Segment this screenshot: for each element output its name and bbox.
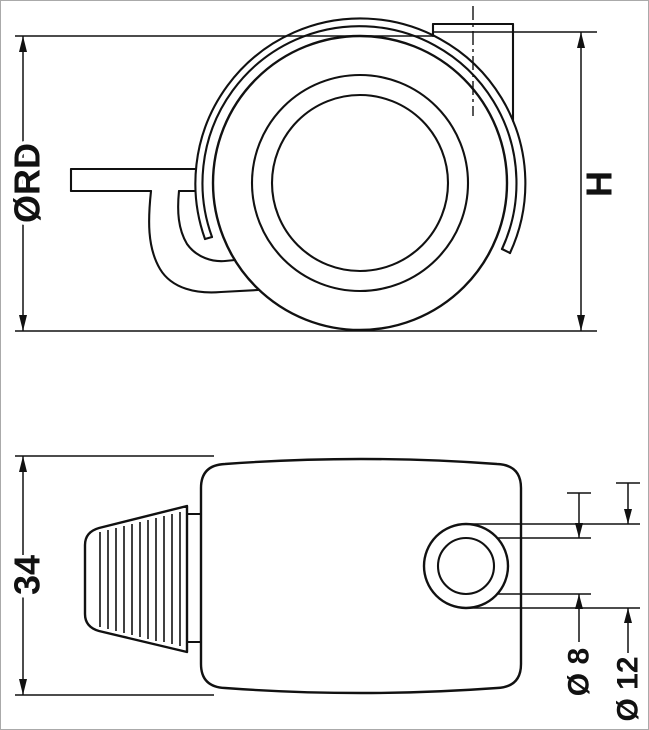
stem-hole-inner-circle xyxy=(436,536,496,596)
hood-inner-arc xyxy=(201,25,518,251)
overall-height-label: H xyxy=(579,171,620,197)
dimension-wheel-diameter: ØRD xyxy=(3,35,597,332)
stem xyxy=(431,6,597,123)
fork-hook xyxy=(148,189,260,294)
wheel-hub-circle xyxy=(270,93,450,273)
wheel-outer-circle xyxy=(211,34,509,332)
dimension-overall-height: H xyxy=(575,32,623,331)
d12-arrow-down xyxy=(624,509,632,524)
ord-arrow-down xyxy=(19,315,27,331)
pedal-ridges xyxy=(99,512,181,646)
d34-arrow-down xyxy=(19,679,27,695)
plan-view: 34 Ø 8 Ø 12 xyxy=(3,455,648,725)
pedal-outline xyxy=(83,504,189,654)
d8-arrow-down xyxy=(575,523,583,538)
brake-lever xyxy=(69,167,198,193)
hook-inner-curve xyxy=(177,189,237,263)
pedal-neck xyxy=(185,512,203,644)
pin-hole-diameter-label: Ø 8 xyxy=(563,648,596,696)
d12-arrow-up xyxy=(624,608,632,623)
dimension-body-height: 34 xyxy=(3,455,214,696)
stem-hole xyxy=(422,522,510,610)
hood xyxy=(194,17,527,255)
ord-arrow-up xyxy=(19,36,27,52)
wheel-diameter-label: ØRD xyxy=(7,143,48,223)
body-height-label: 34 xyxy=(7,555,48,595)
hook-outer-curve xyxy=(148,189,260,294)
pin-diameter-label: Ø 12 xyxy=(612,656,645,721)
hood-left-endcap xyxy=(203,235,214,241)
dimension-pin-hole: Ø 8 xyxy=(498,492,599,700)
brake-pedal xyxy=(83,504,189,654)
h-arrow-down xyxy=(577,315,585,331)
d8-arrow-up xyxy=(575,594,583,609)
dimension-pin: Ø 12 xyxy=(469,482,648,725)
hood-outer-arc xyxy=(194,17,527,255)
d34-arrow-up xyxy=(19,456,27,472)
housing-body xyxy=(199,457,523,695)
h-arrow-up xyxy=(577,32,585,48)
hood-right-endcap xyxy=(500,247,512,255)
side-view: ØRD H xyxy=(3,6,623,332)
wheel xyxy=(211,34,509,332)
wheel-tread-circle xyxy=(250,73,470,293)
stem-hole-outer-circle xyxy=(422,522,510,610)
